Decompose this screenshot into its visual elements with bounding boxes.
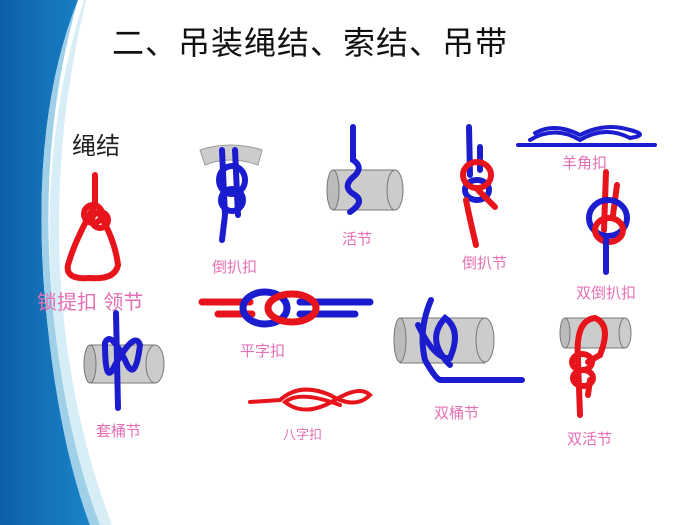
knot-barrel-hitch (83, 310, 165, 411)
label-reverse-hitch: 倒扒节 (462, 254, 508, 272)
knot-double-slip (559, 314, 632, 418)
slide-title: 二、吊装绳结、索结、吊带 (112, 24, 509, 62)
label-lock-lift: 锁提扣 领节 (37, 290, 144, 314)
knot-double-barrel (393, 297, 525, 383)
knot-figure-eight (248, 387, 373, 412)
section-heading: 绳结 (72, 132, 120, 160)
label-double-reverse-clasp: 双倒扒扣 (576, 284, 637, 302)
label-reverse-clasp: 倒扒扣 (212, 258, 258, 276)
knot-double-reverse-clasp (586, 169, 630, 275)
knot-reverse-clasp (199, 144, 263, 243)
knot-reverse-hitch (460, 124, 498, 248)
label-cleat: 羊角扣 (562, 154, 608, 172)
knot-reef (198, 288, 374, 328)
label-slip: 活节 (342, 230, 373, 248)
label-figure-eight: 八字扣 (283, 428, 323, 443)
label-double-barrel: 双桶节 (434, 404, 480, 422)
knot-slip (326, 124, 404, 215)
label-reef: 平字扣 (240, 342, 286, 360)
knot-cleat (516, 124, 657, 147)
knot-lock-lift (64, 172, 122, 282)
label-barrel-hitch: 套桶节 (96, 422, 142, 440)
label-double-slip: 双活节 (567, 430, 613, 448)
